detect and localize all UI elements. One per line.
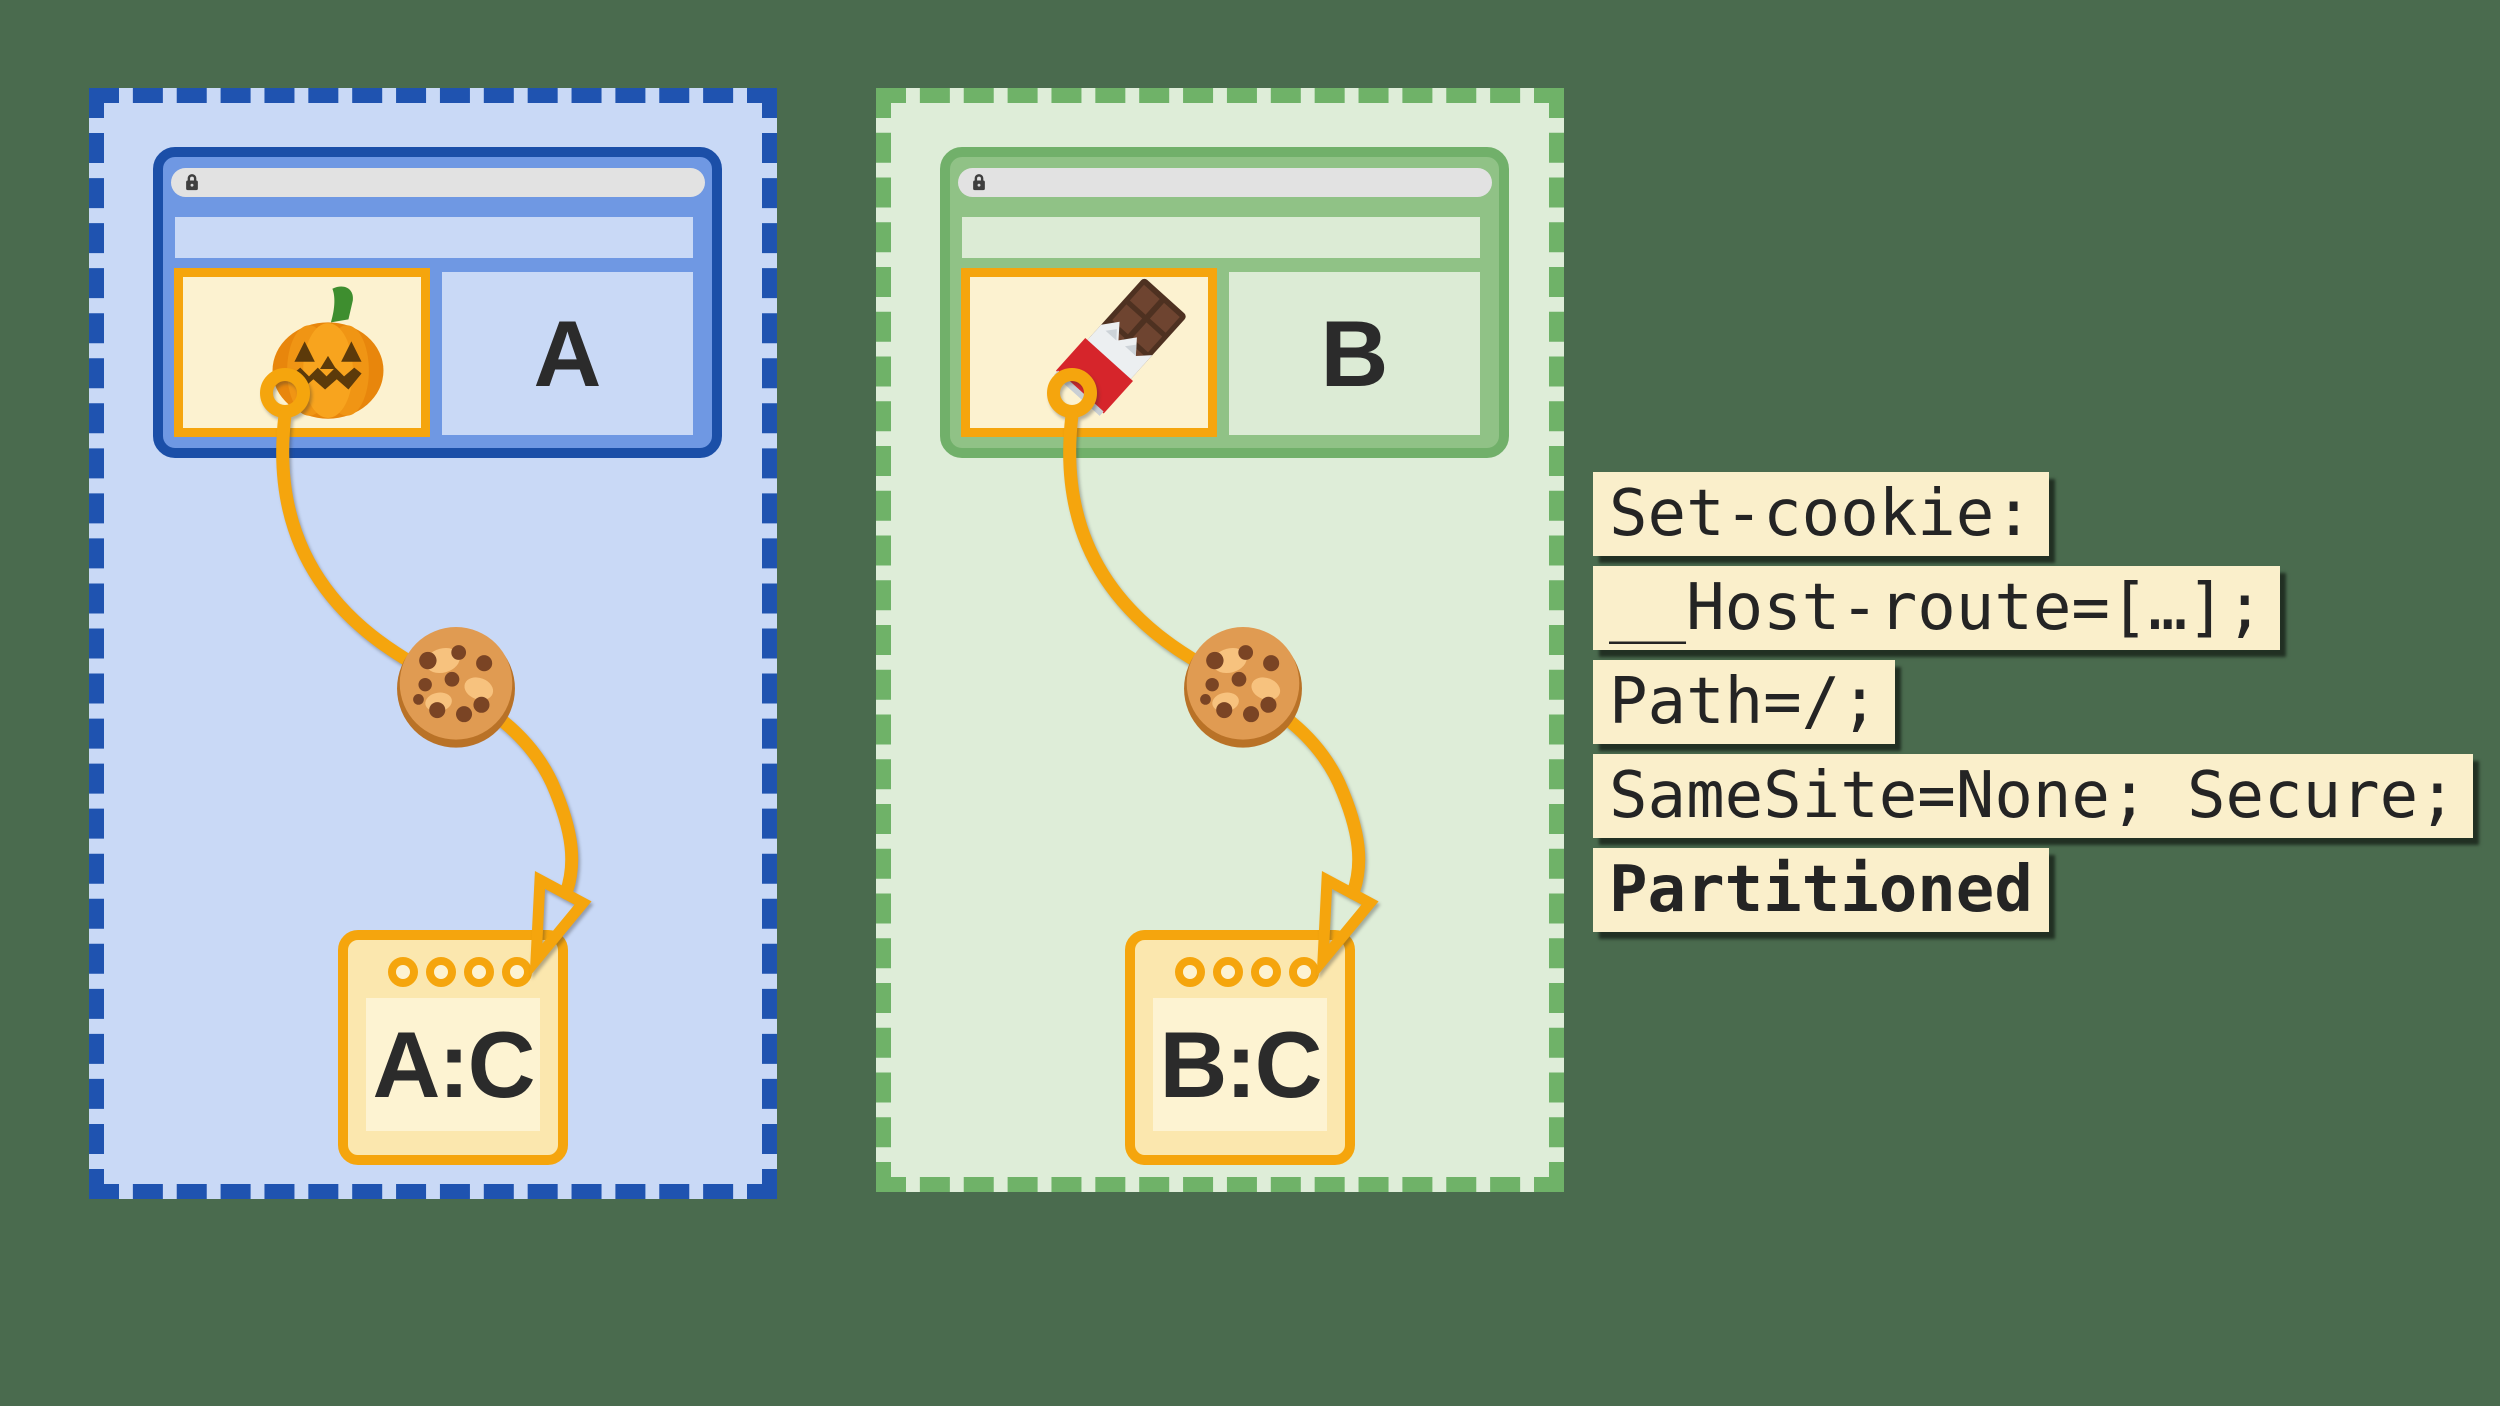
cookie-icon (1176, 619, 1310, 753)
page-content-strip (175, 217, 693, 258)
page-content-strip (962, 217, 1480, 258)
jar-dot-icon (1175, 957, 1205, 987)
jar-panel: A:C (366, 998, 540, 1131)
embedded-iframe-a (174, 268, 430, 437)
browser-window-b: B (940, 147, 1509, 458)
cookie-jar-a: A:C (338, 930, 568, 1165)
attachment-ring-icon (260, 368, 310, 418)
jar-dot-icon (464, 957, 494, 987)
code-line: Set-cookie: (1593, 472, 2049, 556)
embedded-iframe-b (961, 268, 1217, 437)
arrowhead-icon (1316, 871, 1379, 977)
jar-dot-icon (1289, 957, 1319, 987)
code-line: __Host-route=[…]; (1593, 566, 2281, 650)
site-b-label: B (1320, 300, 1389, 406)
jar-dot-icon (1213, 957, 1243, 987)
address-bar (958, 168, 1492, 197)
lock-icon (186, 174, 198, 191)
code-line: Path=/; (1593, 660, 1895, 744)
jar-dots (388, 957, 532, 987)
attachment-ring-icon (1047, 368, 1097, 418)
arrowhead-icon (529, 871, 592, 977)
jar-dot-icon (426, 957, 456, 987)
site-b-page-area: B (1229, 272, 1480, 435)
jar-label-a: A:C (372, 1011, 535, 1117)
pumpkin-icon (272, 285, 384, 419)
site-a-label: A (533, 300, 602, 406)
code-line: SameSite=None; Secure; (1593, 754, 2473, 838)
partition-site-a: A (89, 88, 777, 1199)
cookie-jar-b: B:C (1125, 930, 1355, 1165)
jar-dot-icon (1251, 957, 1281, 987)
code-line-partitioned: Partitioned (1593, 848, 2049, 932)
jar-dot-icon (388, 957, 418, 987)
jar-dots (1175, 957, 1319, 987)
set-cookie-code-block: Set-cookie: __Host-route=[…]; Path=/; Sa… (1593, 472, 2473, 932)
cookie-icon (389, 619, 523, 753)
partition-site-b: B (876, 88, 1564, 1192)
jar-label-b: B:C (1159, 1011, 1322, 1117)
jar-dot-icon (502, 957, 532, 987)
browser-window-a: A (153, 147, 722, 458)
site-a-page-area: A (442, 272, 693, 435)
lock-icon (973, 174, 985, 191)
jar-panel: B:C (1153, 998, 1327, 1131)
address-bar (171, 168, 705, 197)
